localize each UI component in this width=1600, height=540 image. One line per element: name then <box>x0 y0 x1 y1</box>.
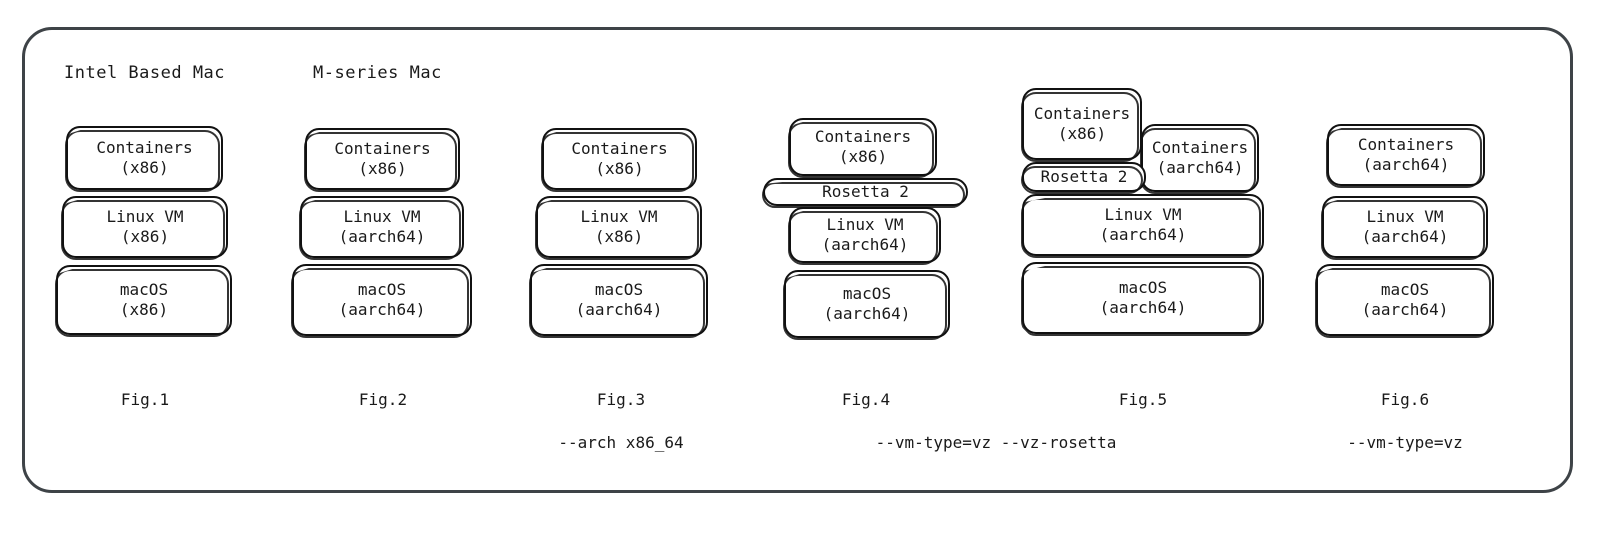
fig3-box-macos: macOS (aarch64) <box>530 264 708 336</box>
fig5-box-rosetta: Rosetta 2 <box>1022 162 1146 192</box>
fig4-box-linux-vm: Linux VM (aarch64) <box>789 207 941 263</box>
fig5-box-containers-aarch64: Containers (aarch64) <box>1141 124 1259 192</box>
fig6-flag: --vm-type=vz <box>1347 433 1463 452</box>
fig6-box-linux-vm: Linux VM (aarch64) <box>1322 196 1488 258</box>
fig4-caption: Fig.4 <box>841 390 891 409</box>
fig2-box-linux-vm: Linux VM (aarch64) <box>300 196 464 258</box>
fig2-box-containers: Containers (x86) <box>305 128 460 190</box>
fig1-box-containers: Containers (x86) <box>66 126 223 190</box>
header-m-series-mac: M-series Mac <box>313 63 442 83</box>
fig3-box-linux-vm: Linux VM (x86) <box>536 196 702 258</box>
fig1-caption: Fig.1 <box>120 390 170 409</box>
fig6-caption: Fig.6 <box>1380 390 1430 409</box>
fig4-fig5-flag: --vm-type=vz --vz-rosetta <box>875 433 1117 452</box>
header-intel-based-mac: Intel Based Mac <box>64 63 226 83</box>
fig3-box-containers: Containers (x86) <box>542 128 697 190</box>
fig2-box-macos: macOS (aarch64) <box>292 264 472 336</box>
fig5-box-linux-vm: Linux VM (aarch64) <box>1022 194 1264 256</box>
fig1-box-linux-vm: Linux VM (x86) <box>62 196 228 258</box>
fig4-box-containers: Containers (x86) <box>789 118 937 176</box>
fig1-box-macos: macOS (x86) <box>56 265 232 335</box>
fig6-box-macos: macOS (aarch64) <box>1316 264 1494 336</box>
fig5-caption: Fig.5 <box>1118 390 1168 409</box>
fig4-box-macos: macOS (aarch64) <box>784 270 950 338</box>
fig5-box-containers-x86: Containers (x86) <box>1022 88 1142 160</box>
fig4-box-rosetta: Rosetta 2 <box>763 178 968 206</box>
fig6-box-containers: Containers (aarch64) <box>1327 124 1485 186</box>
fig3-flag: --arch x86_64 <box>558 433 684 452</box>
fig2-caption: Fig.2 <box>358 390 408 409</box>
fig5-box-macos: macOS (aarch64) <box>1022 262 1264 334</box>
fig3-caption: Fig.3 <box>596 390 646 409</box>
diagram-frame <box>22 27 1573 493</box>
